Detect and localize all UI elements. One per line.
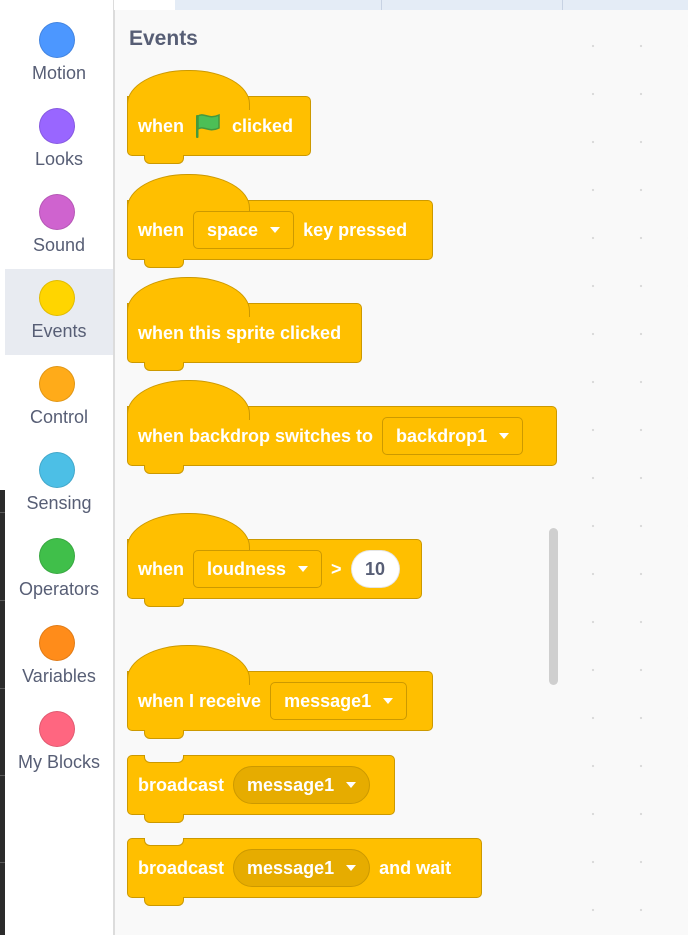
category-motion[interactable]: Motion [5,11,113,97]
tab-separator [562,0,563,10]
tab-separator [381,0,382,10]
code-workspace[interactable] [569,10,688,935]
events-category-icon [39,280,75,316]
block-palette: Events when clicked when space key press… [114,10,570,935]
edge-tick [0,775,5,776]
key-dropdown[interactable]: space [193,211,295,249]
edge-tick [0,688,5,689]
message-dropdown[interactable]: message1 [233,766,371,804]
sound-category-icon [39,194,75,230]
category-events[interactable]: Events [5,269,113,355]
block-tab [144,155,184,164]
edge-tick [0,512,5,513]
dropdown-value: message1 [284,690,372,711]
when-loudness-greater-block[interactable]: when loudness > 10 [127,513,422,607]
message-dropdown[interactable]: message1 [233,849,371,887]
looks-category-icon [39,108,75,144]
dropdown-value: space [207,219,259,240]
dropdown-caret-icon [298,566,309,572]
broadcast-block[interactable]: broadcast message1 [127,755,395,823]
category-menu: Motion Looks Sound Events Control Sensin… [5,0,114,935]
block-text: when [138,219,185,240]
block-text: when [138,115,185,136]
block-tab [144,814,184,823]
category-label: My Blocks [17,752,100,772]
operators-category-icon [39,538,75,574]
dropdown-value: message1 [247,857,335,878]
block-text: when I receive [138,690,262,711]
block-tab [144,598,184,607]
message-dropdown[interactable]: message1 [270,682,408,720]
category-label: Sound [32,235,86,255]
sensor-dropdown[interactable]: loudness [193,550,323,588]
category-sensing[interactable]: Sensing [5,441,113,527]
block-tab [144,897,184,906]
variables-category-icon [39,625,75,661]
category-label: Events [31,321,87,341]
dropdown-value: backdrop1 [396,425,488,446]
value-input[interactable]: 10 [350,550,400,588]
block-text: when [138,558,185,579]
category-variables[interactable]: Variables [5,614,113,700]
block-tab [144,362,184,371]
dropdown-value: message1 [247,774,335,795]
dropdown-caret-icon [346,865,357,871]
dropdown-caret-icon [499,433,510,439]
block-tab [144,259,184,268]
window-edge-dark [0,490,5,935]
palette-scrollbar[interactable] [549,528,558,685]
when-backdrop-switches-block[interactable]: when backdrop switches to backdrop1 [127,380,557,474]
block-text: broadcast [138,774,225,795]
window-edge [0,0,5,935]
when-sprite-clicked-block[interactable]: when this sprite clicked [127,277,362,371]
block-tab [144,730,184,739]
category-label: Control [29,407,89,427]
category-sound[interactable]: Sound [5,183,113,269]
category-label: Variables [22,666,96,686]
motion-category-icon [39,22,75,58]
category-label: Operators [18,579,100,599]
dropdown-value: loudness [207,558,287,579]
green-flag-icon [196,113,220,138]
my-blocks-category-icon [39,711,75,747]
control-category-icon [39,366,75,402]
block-text: and wait [379,857,452,878]
operator-text: > [331,558,342,579]
when-key-pressed-block[interactable]: when space key pressed [127,174,433,268]
when-flag-clicked-block[interactable]: when clicked [127,70,311,164]
block-text: key pressed [303,219,408,240]
edge-tick [0,862,5,863]
block-text: when this sprite clicked [138,322,342,343]
dropdown-caret-icon [383,698,394,704]
palette-section-title: Events [129,27,198,50]
dropdown-caret-icon [270,227,281,233]
category-label: Motion [31,63,87,83]
block-text: broadcast [138,857,225,878]
category-label: Sensing [26,493,92,513]
category-label: Looks [34,149,84,169]
category-looks[interactable]: Looks [5,97,113,183]
dropdown-caret-icon [346,782,357,788]
block-text: when backdrop switches to [138,425,374,446]
backdrop-dropdown[interactable]: backdrop1 [382,417,524,455]
category-control[interactable]: Control [5,355,113,441]
when-i-receive-block[interactable]: when I receive message1 [127,645,433,739]
broadcast-and-wait-block[interactable]: broadcast message1 and wait [127,838,482,906]
sensing-category-icon [39,452,75,488]
category-my-blocks[interactable]: My Blocks [5,700,113,786]
category-operators[interactable]: Operators [5,527,113,613]
edge-tick [0,600,5,601]
block-text: clicked [232,115,294,136]
block-tab [144,465,184,474]
